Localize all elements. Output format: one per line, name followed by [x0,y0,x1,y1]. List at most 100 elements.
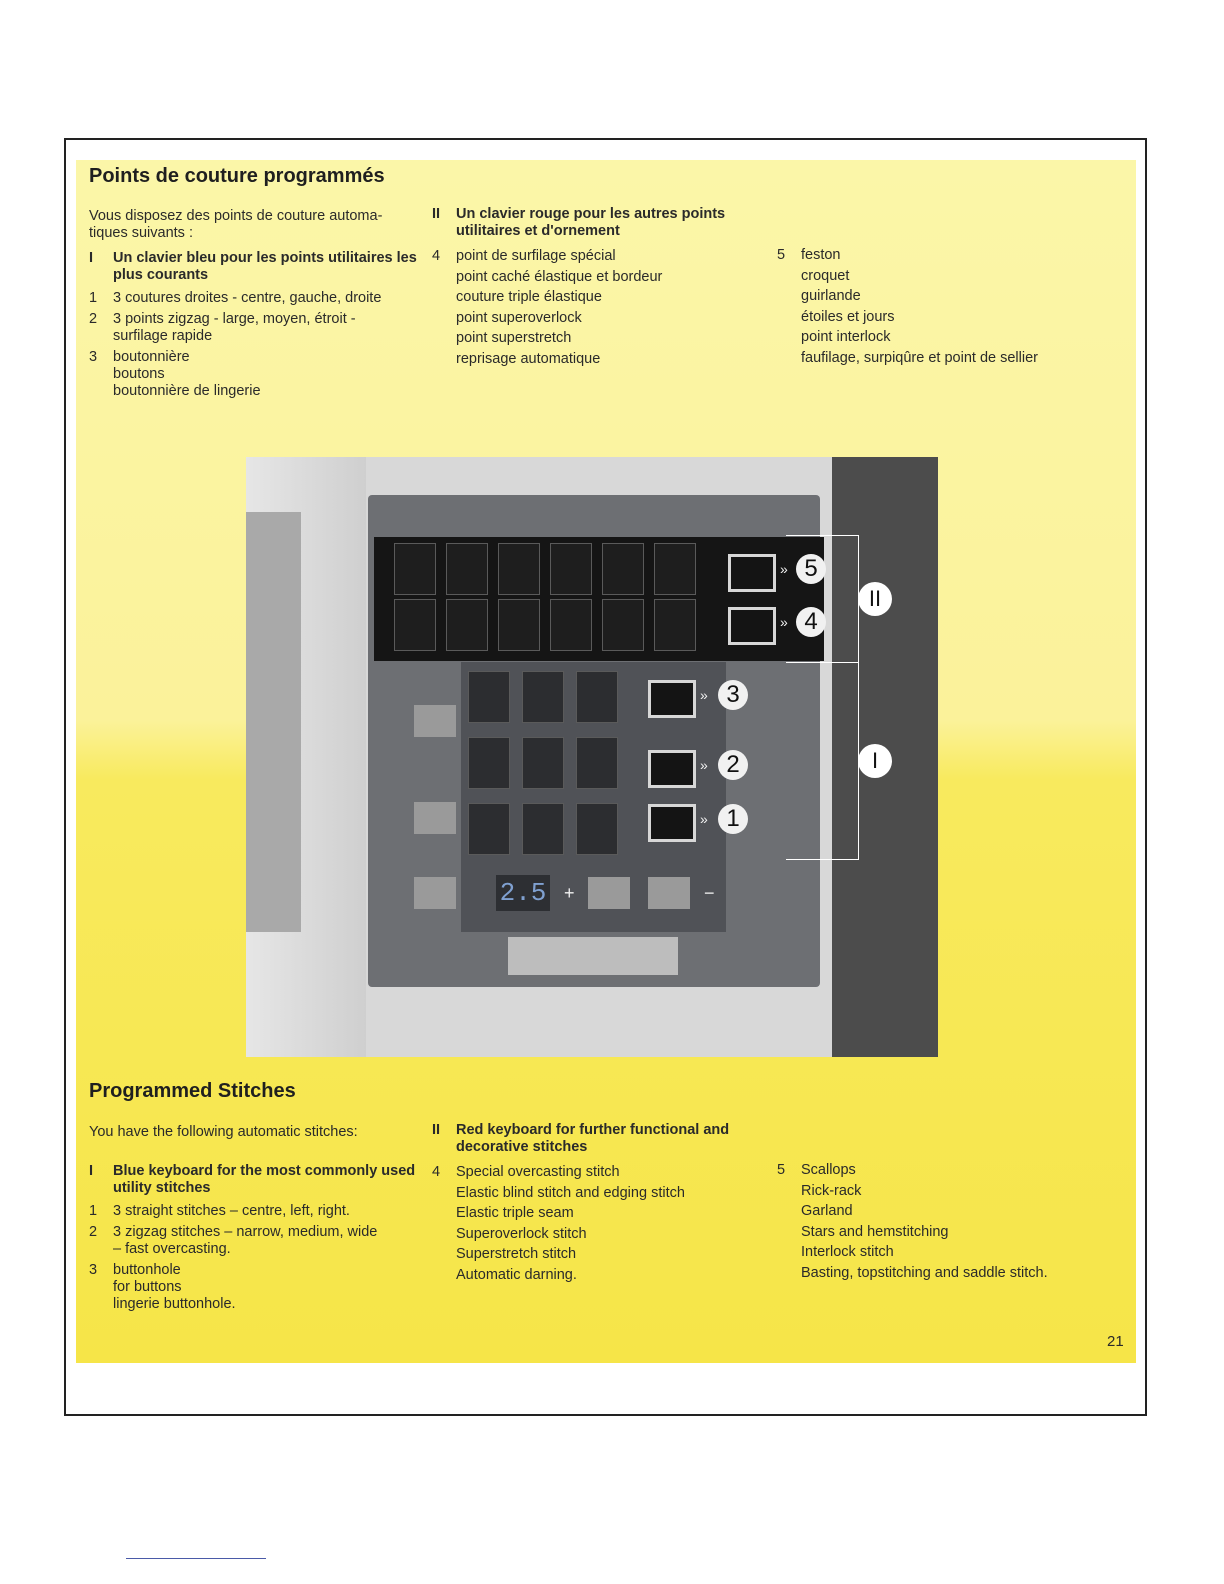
stitch-key [602,543,644,595]
needle-position-key [414,802,456,834]
list-item-line: faufilage, surpiqûre et point de sellier [801,349,1038,366]
list-item-text: 3 zigzag stitches – narrow, medium, wide… [113,1224,419,1258]
list-item-line: Superstretch stitch [456,1246,577,1262]
footer-link-line [126,1558,266,1559]
list-item-line: 3 straight stitches – centre, left, righ… [113,1203,350,1219]
stitch-key [550,599,592,651]
stitch-indicator-strip [508,937,678,975]
english-column-2: II Red keyboard for further functional a… [432,1122,762,1285]
list-item-line: Garland [801,1203,853,1219]
list-item-line: Elastic triple seam [456,1205,574,1221]
french-item4-lines: point de surfilage spécial point caché él… [456,246,752,369]
english-kb2-label: Red keyboard for further functional and … [456,1122,730,1155]
list-item-num: 2 [89,311,98,327]
selector-key-3 [648,680,696,718]
list-item-text: 3 points zigzag - large, moyen, étroit -… [113,311,419,345]
list-item-text: 3 straight stitches – centre, left, righ… [113,1203,419,1220]
group-label-1: I [858,744,892,778]
selector-key-2 [648,750,696,788]
minus-key [648,877,690,909]
list-item-line: boutonnière de lingerie [113,383,261,399]
list-item-line: Stars and hemstitching [801,1223,949,1240]
list-item-line: couture triple élastique [456,289,602,305]
list-item-line: boutons [113,366,165,382]
french-kb2-label: Un clavier rouge pour les autres points … [456,206,726,239]
reverse-key [414,877,456,909]
stitch-key [394,599,436,651]
list-item-line: reprisage automatique [456,350,601,367]
list-item-num: 1 [89,290,98,306]
stitch-key [654,599,696,651]
list-item: 1 3 coutures droites - centre, gauche, dr… [89,290,419,307]
stitch-key [602,599,644,651]
list-item-line: Special overcasting stitch [456,1164,620,1180]
list-item-line: surfilage rapide [113,328,213,344]
arrow-3-icon: » [700,687,708,703]
french-column-2: II Un clavier rouge pour les autres poin… [432,206,752,369]
english-intro: You have the following automatic stitche… [89,1124,358,1140]
list-item-line: point superstretch [456,330,572,346]
stitch-key [576,803,618,855]
list-item-line: 3 points zigzag - large, moyen, étroit - [113,311,356,327]
minus-label: − [704,883,715,903]
french-kb2-num: II [432,206,441,222]
arrow-1-icon: » [700,811,708,827]
stitch-key [498,599,540,651]
list-item-line: Automatic darning. [456,1266,577,1283]
list-item-line: Superoverlock stitch [456,1225,587,1242]
list-item-text: 3 coutures droites - centre, gauche, dro… [113,290,419,307]
list-item-line: Elastic blind stitch and edging stitch [456,1184,685,1201]
photo-left-post [246,512,301,932]
stitch-key [550,543,592,595]
keyboard-photo: » » » » » 5 4 3 2 1 II I 2.5 + − [246,457,938,1057]
french-item4-num: 4 [432,248,441,264]
callout-5: 5 [796,554,826,584]
list-item-line: point caché élastique et bordeur [456,268,663,285]
english-title: Programmed Stitches [89,1080,296,1102]
french-kb2: II Un clavier rouge pour les autres poin… [432,206,752,240]
stitch-key [522,803,564,855]
stitch-key [468,671,510,723]
callout-3: 3 [718,680,748,710]
french-kb1: I Un clavier bleu pour les points utilit… [89,250,419,284]
list-item-line: étoiles et jours [801,308,895,325]
callout-4: 4 [796,607,826,637]
list-item-line: Interlock stitch [801,1244,894,1260]
french-column-1: Vous disposez des points de couture auto… [89,208,419,404]
french-kb1-num: I [89,250,94,266]
list-item-line: feston [801,247,841,263]
list-item-line: buttonhole [113,1262,181,1278]
list-item-line: point de surfilage spécial [456,248,616,264]
arrow-4-icon: » [780,614,788,630]
list-item-line: 3 zigzag stitches – narrow, medium, wide [113,1224,378,1240]
list-item: 2 3 points zigzag - large, moyen, étroit … [89,311,419,345]
plus-label: + [564,883,575,903]
list-item-line: Basting, topstitching and saddle stitch. [801,1264,1048,1281]
list-item-line: point superoverlock [456,309,582,326]
list-item-line: 3 coutures droites - centre, gauche, dro… [113,290,382,306]
selector-key-1 [648,804,696,842]
stitch-key [468,737,510,789]
stitch-key [498,543,540,595]
arrow-2-icon: » [700,757,708,773]
stitch-length-display: 2.5 [496,875,550,911]
stitch-key [576,671,618,723]
french-items1: 1 3 coutures droites - centre, gauche, dr… [89,290,419,400]
stitch-key [522,671,564,723]
stitch-key [654,543,696,595]
french-item5-num: 5 [777,247,786,263]
english-kb1: I Blue keyboard for the most commonly us… [89,1163,419,1197]
list-item-num: 1 [89,1203,98,1219]
page-frame [64,138,1147,1416]
list-item-line: croquet [801,267,850,284]
